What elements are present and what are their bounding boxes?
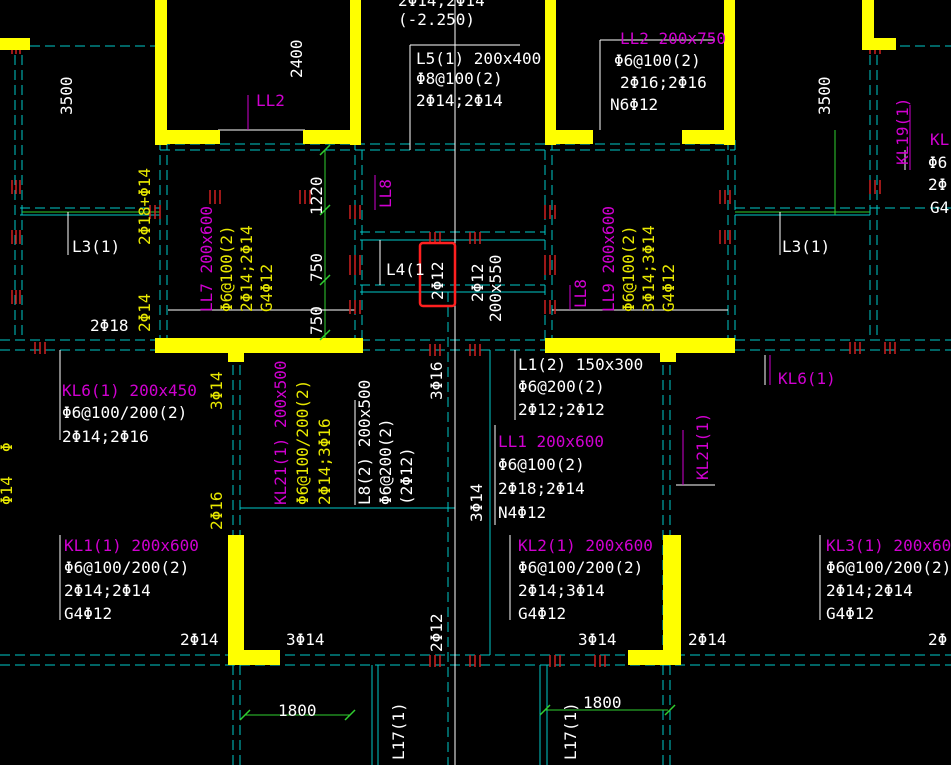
kl1-name: KL1(1) 200x600 [64,536,199,555]
magenta-leaders [247,95,911,485]
ll2-bars: 2Φ16;2Φ16 [620,73,707,92]
left-rebar-c: 2Φ18 [90,316,129,335]
l1-bars: 2Φ12;2Φ12 [518,400,605,419]
highlighted-2phi12[interactable]: 2Φ12 [428,261,447,300]
ll7-stirrup: Φ6@100(2) [217,225,236,312]
l4-label: L4(1 [386,260,425,279]
rebar-3phi14-a: 3Φ14 [207,371,226,410]
ll8-upper-label: LL8 [376,179,395,208]
ll2-waist: N6Φ12 [610,95,658,114]
ll2-name: LL2 200x750 [620,29,726,48]
kl2-name: KL2(1) 200x600 [518,536,653,555]
l8-bars: (2Φ12) [397,447,416,505]
kl6-right-label: KL6(1) [778,369,836,388]
dimension-2400: 2400 [287,39,306,78]
kl2-g: G4Φ12 [518,604,566,623]
ll1-waist: N4Φ12 [498,503,546,522]
l5-name: L5(1) 200x400 [416,49,541,68]
bottom-2phi14-a: 2Φ14 [180,630,219,649]
l1-name: L1(2) 150x300 [518,355,643,374]
highlight-box[interactable] [418,241,457,308]
bottom-3phi14-b: 3Φ14 [578,630,617,649]
ll7-g: G4Φ12 [257,264,276,312]
dimension-750-b: 750 [307,306,326,335]
ll1-bars: 2Φ18;2Φ14 [498,479,585,498]
ll8-lower-label: LL8 [571,279,590,308]
dimension-1220: 1220 [307,176,326,215]
ll9-name: LL9 200x600 [599,206,618,312]
dimension-3500-right: 3500 [815,76,834,115]
l17-left-label: L17(1) [389,702,408,760]
kl3-stirrup: Φ6@100/200(2) [826,558,951,577]
rebar-3phi16: 3Φ16 [427,361,446,400]
kl1-bars: 2Φ14;2Φ14 [64,581,151,600]
leader-lines [59,0,906,765]
kl1-stirrup: Φ6@100/200(2) [64,558,189,577]
kl21-stirrup: Φ6@100/200(2) [293,380,312,505]
l17-right-label: L17(1) [561,702,580,760]
kl2-stirrup: Φ6@100/200(2) [518,558,643,577]
l5-stirrup: Φ8@100(2) [416,69,503,88]
kl21-right-label: KL21(1) [693,413,712,480]
kl19-label: KL19(1) [893,98,912,165]
l8-name: L8(2) 200x500 [355,380,374,505]
ll7-name: LL7 200x600 [197,206,216,312]
g4-partial: G4 [930,198,949,217]
kl6-name: KL6(1) 200x450 [62,381,197,400]
left-edge-a: Φ14 [0,476,16,505]
rebar-2phi16: 2Φ16 [207,491,226,530]
dimension-3500-left: 3500 [57,76,76,115]
kl2-bars: 2Φ14;3Φ14 [518,581,605,600]
ll2-stirrup: Φ6@100(2) [614,51,701,70]
elevation-label: (-2.250) [398,10,475,29]
ll7-bars: 2Φ14;2Φ14 [237,225,256,312]
kl3-name: KL3(1) 200x600 [826,536,951,555]
kl3-bars: 2Φ14;2Φ14 [826,581,913,600]
left-edge-b: Φ [0,442,16,452]
left-rebar-b: 2Φ14 [135,293,154,332]
l1-stirrup: Φ6@200(2) [518,377,605,396]
two-phi-partial: 2Φ [928,175,947,194]
l8-stirrup: Φ6@200(2) [376,418,395,505]
ll9-stirrup: Φ6@100(2) [619,225,638,312]
l4-size: 200x550 [486,255,505,322]
phi6-partial: Φ6 [928,153,947,172]
kl3-g: G4Φ12 [826,604,874,623]
walls [0,0,896,665]
l3-right-label: L3(1) [782,237,830,256]
dimension-750-a: 750 [307,253,326,282]
left-rebar-a: 2Φ18+Φ14 [135,168,154,245]
rebar-2phi12-b: 2Φ12 [427,613,446,652]
l5-bars: 2Φ14;2Φ14 [416,91,503,110]
l4-2phi12: 2Φ12 [468,263,487,302]
ll9-g: G4Φ12 [659,264,678,312]
bottom-3phi14-a: 3Φ14 [286,630,325,649]
bottom-2phi14-b: 2Φ14 [688,630,727,649]
kl1-g: G4Φ12 [64,604,112,623]
l3-left-label: L3(1) [72,237,120,256]
ll2-small-label: LL2 [256,91,285,110]
dimension-ticks [239,144,676,721]
kl21-bars: 2Φ14;3Φ16 [315,418,334,505]
kl6-bars: 2Φ14;2Φ16 [62,427,149,446]
kl6-stirrup: Φ6@100/200(2) [62,403,187,422]
top-rebar-label: 2Φ14;2Φ14 [398,0,485,10]
dimension-1800-left: 1800 [278,701,317,720]
bottom-2phi-right: 2Φ [928,630,947,649]
ll1-stirrup: Φ6@100(2) [498,455,585,474]
rebar-marks [11,40,896,667]
kl1x-partial: KL1 [930,130,951,149]
ll9-bars: 3Φ14;3Φ14 [639,225,658,312]
rebar-3phi14-b: 3Φ14 [467,483,486,522]
ll1-name: LL1 200x600 [498,432,604,451]
kl21-name: KL21(1) 200x500 [271,361,290,506]
dimension-1800-right: 1800 [583,693,622,712]
